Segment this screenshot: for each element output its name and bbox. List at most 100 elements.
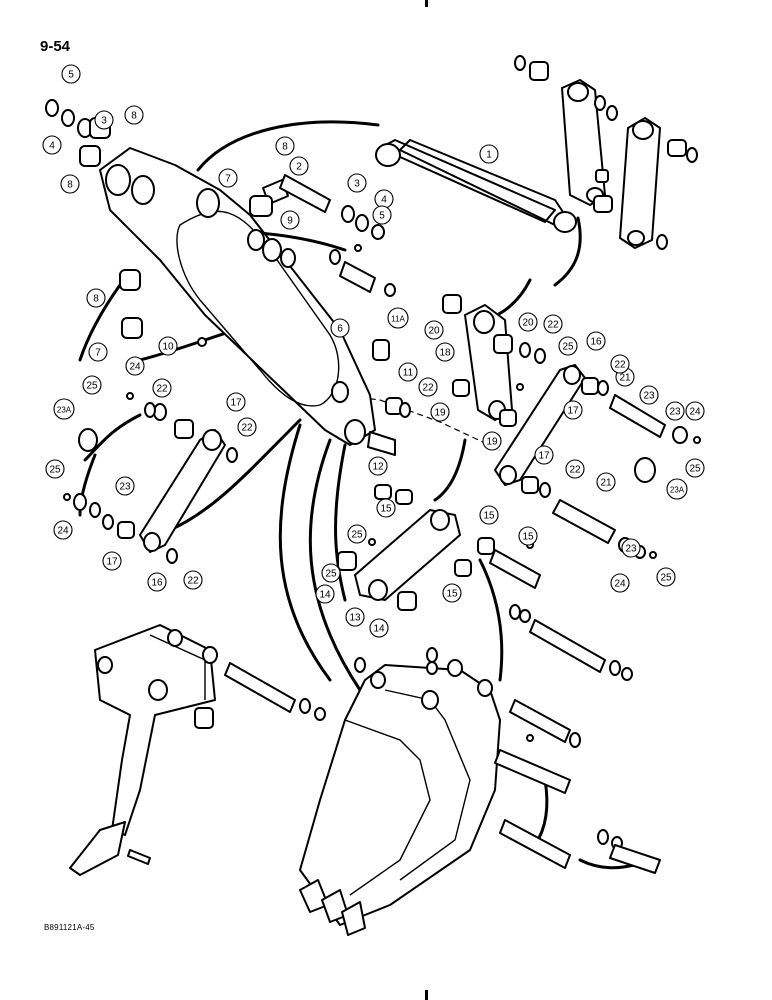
- callout-number: 21: [619, 373, 631, 384]
- callout-23: 23: [115, 476, 135, 496]
- callout-number: 22: [187, 576, 199, 587]
- callout-number: 23A: [57, 406, 72, 415]
- callout-8: 8: [60, 174, 80, 194]
- callout-25: 25: [685, 458, 705, 478]
- callout-number: 14: [373, 624, 385, 635]
- callout-number: 4: [49, 141, 55, 152]
- callout-16: 16: [586, 331, 606, 351]
- callout-number: 22: [422, 383, 434, 394]
- callout-number: 7: [225, 174, 231, 185]
- right-link-group: [494, 364, 701, 559]
- callout-9: 9: [280, 210, 300, 230]
- callout-5: 5: [61, 64, 81, 84]
- callout-6: 6: [330, 318, 350, 338]
- callout-8: 8: [86, 288, 106, 308]
- callout-15: 15: [442, 583, 462, 603]
- callout-1: 1: [479, 144, 499, 164]
- callout-17: 17: [226, 392, 246, 412]
- callout-22: 22: [418, 377, 438, 397]
- callout-number: 9: [287, 216, 293, 227]
- callout-number: 12: [372, 462, 384, 473]
- callout-2: 2: [289, 156, 309, 176]
- callout-number: 22: [614, 360, 626, 371]
- callout-11a: 11A: [387, 307, 409, 329]
- callout-number: 22: [241, 423, 253, 434]
- callout-19: 19: [430, 402, 450, 422]
- callout-number: 25: [562, 342, 574, 353]
- callout-25: 25: [82, 375, 102, 395]
- callout-number: 20: [522, 318, 534, 329]
- callout-number: 6: [337, 324, 343, 335]
- callout-25: 25: [347, 524, 367, 544]
- callout-24: 24: [685, 401, 705, 421]
- callout-24: 24: [610, 573, 630, 593]
- callout-number: 8: [131, 111, 137, 122]
- hydraulic-cylinder: [375, 139, 577, 233]
- bottom-tick-mark: [425, 990, 428, 1000]
- callout-15: 15: [518, 526, 538, 546]
- callout-number: 22: [547, 320, 559, 331]
- callout-number: 11A: [391, 315, 405, 324]
- callout-3: 3: [347, 173, 367, 193]
- callout-5: 5: [372, 205, 392, 225]
- callout-number: 14: [319, 590, 331, 601]
- callout-21: 21: [596, 472, 616, 492]
- callout-22: 22: [183, 570, 203, 590]
- callout-number: 22: [156, 384, 168, 395]
- callout-20: 20: [518, 312, 538, 332]
- callout-number: 19: [434, 408, 446, 419]
- callout-labels: 1233445567788889101111A12131414151515151…: [42, 64, 705, 638]
- callout-25: 25: [558, 336, 578, 356]
- callout-number: 23: [119, 482, 131, 493]
- callout-number: 23: [625, 544, 637, 555]
- upper-right-links: [514, 55, 698, 250]
- callout-14: 14: [369, 618, 389, 638]
- grouping-curves: [78, 120, 647, 870]
- callout-17: 17: [563, 400, 583, 420]
- left-link-group: [63, 392, 238, 564]
- callout-number: 24: [129, 362, 141, 373]
- callout-number: 1: [486, 150, 492, 161]
- callout-number: 10: [162, 342, 174, 353]
- callout-23: 23: [639, 385, 659, 405]
- callout-number: 25: [351, 530, 363, 541]
- callout-22: 22: [543, 314, 563, 334]
- boom-arm: [99, 147, 376, 446]
- callout-23a: 23A: [666, 478, 688, 500]
- callout-13: 13: [345, 607, 365, 627]
- callout-25: 25: [656, 567, 676, 587]
- lower-center-link: [337, 484, 541, 611]
- callout-number: 19: [486, 437, 498, 448]
- callout-number: 13: [349, 613, 361, 624]
- callout-number: 24: [57, 526, 69, 537]
- callout-15: 15: [376, 498, 396, 518]
- callout-number: 8: [67, 180, 73, 191]
- bucket: [299, 604, 661, 936]
- callout-3: 3: [94, 110, 114, 130]
- callout-number: 17: [230, 398, 242, 409]
- callout-4: 4: [374, 189, 394, 209]
- callout-23: 23: [665, 401, 685, 421]
- callout-number: 15: [446, 589, 458, 600]
- callout-number: 23A: [670, 486, 685, 495]
- callout-22: 22: [237, 417, 257, 437]
- center-linkage: [367, 294, 546, 456]
- callout-23: 23: [621, 538, 641, 558]
- callout-22: 22: [152, 378, 172, 398]
- callout-number: 16: [590, 337, 602, 348]
- callout-22: 22: [565, 459, 585, 479]
- callout-number: 23: [643, 391, 655, 402]
- callout-number: 2: [296, 162, 302, 173]
- callout-25: 25: [321, 563, 341, 583]
- drawing-code: B891121A-45: [44, 923, 95, 932]
- callout-number: 11: [403, 368, 414, 379]
- callout-number: 17: [106, 557, 118, 568]
- ripper-attachment: [69, 624, 326, 876]
- callout-15: 15: [479, 505, 499, 525]
- callout-number: 7: [95, 348, 101, 359]
- callout-number: 4: [381, 195, 387, 206]
- page-number: 9-54: [40, 38, 71, 55]
- callout-number: 16: [151, 578, 163, 589]
- callout-24: 24: [125, 356, 145, 376]
- callout-number: 25: [689, 464, 701, 475]
